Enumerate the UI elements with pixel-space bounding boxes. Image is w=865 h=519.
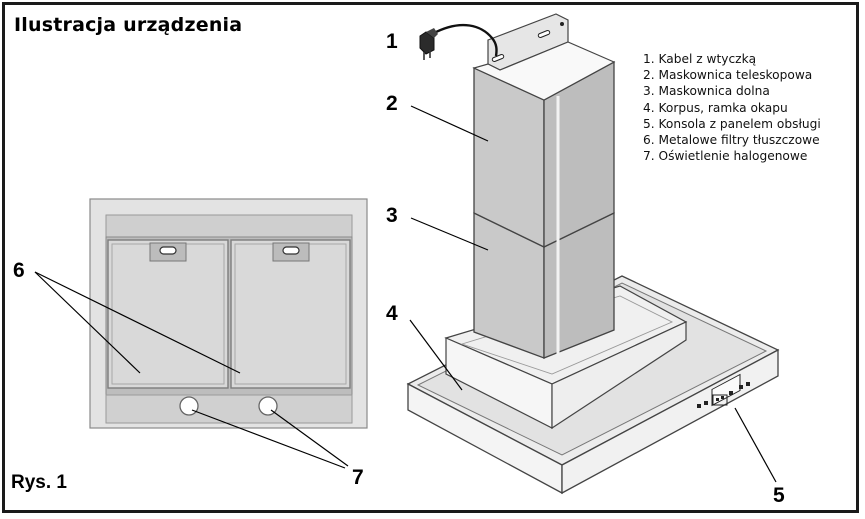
hood-underside-view — [34, 198, 368, 469]
control-panel — [697, 373, 750, 408]
legend-item: 1. Kabel z wtyczką — [643, 52, 757, 66]
callout-4: 4 — [386, 302, 398, 325]
leader-line-7b — [270, 409, 349, 467]
callout-5: 5 — [773, 484, 785, 507]
callout-2: 2 — [386, 92, 398, 115]
leader-line-3 — [410, 217, 489, 251]
control-button-icon — [704, 401, 708, 405]
control-button-icon — [739, 385, 743, 389]
legend-item: 3. Maskownica dolna — [643, 84, 770, 99]
callout-7: 7 — [352, 466, 364, 489]
grease-filter-right — [230, 239, 351, 389]
callout-3: 3 — [386, 204, 398, 227]
lower-chimney-cover — [473, 211, 615, 359]
legend-item: 7. Oświetlenie halogenowe — [643, 149, 808, 164]
control-display-icon — [712, 394, 728, 406]
figure-label: Rys. 1 — [11, 472, 67, 493]
leader-line-5 — [734, 407, 777, 483]
callout-1: 1 — [386, 30, 398, 53]
telescopic-chimney-cover — [472, 13, 616, 249]
leader-line-4 — [409, 319, 463, 391]
legend-item: 4. Korpus, ramka okapu — [643, 100, 788, 115]
power-cable-plug — [419, 23, 498, 60]
halogen-lamp-left-icon — [179, 396, 199, 416]
filter-handle-icon — [282, 246, 300, 255]
underside-top-strip — [105, 214, 353, 238]
leader-line-6b — [34, 271, 241, 374]
control-button-icon — [746, 382, 750, 386]
grease-filter-left — [107, 239, 229, 389]
hood-isometric-view — [406, 13, 780, 495]
lamp-strip — [105, 394, 353, 424]
control-button-icon — [697, 404, 701, 408]
leader-line-2 — [410, 105, 489, 142]
filter-handle-icon — [159, 246, 177, 255]
leader-line-7a — [191, 409, 346, 469]
leader-line-6a — [34, 271, 141, 374]
legend-item: 5. Konsola z panelem obsługi — [643, 116, 821, 131]
legend-list: 1. Kabel z wtyczką 2. Maskownica telesko… — [643, 51, 821, 164]
legend-item: 2. Maskownica teleskopowa — [643, 68, 813, 83]
legend-item: 6. Metalowe filtry tłuszczowe — [643, 133, 820, 148]
diagram-title: Ilustracja urządzenia — [14, 14, 243, 36]
callout-6: 6 — [13, 259, 25, 282]
control-button-icon — [729, 391, 733, 395]
